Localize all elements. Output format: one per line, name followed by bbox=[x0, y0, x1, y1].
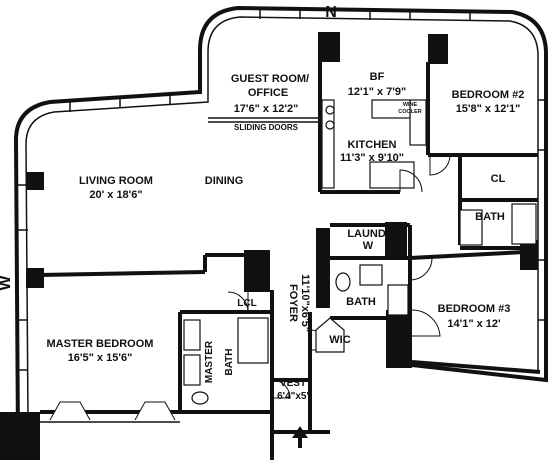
master-bedroom-bay-windows bbox=[40, 401, 180, 423]
master-bath-label-2: BATH bbox=[224, 348, 235, 375]
wine-cooler-label: WINE bbox=[403, 102, 418, 108]
column bbox=[26, 268, 44, 288]
kitchen-fixtures bbox=[321, 99, 427, 189]
vest-dims: 6'4"x5' bbox=[277, 391, 309, 402]
window-mullions bbox=[16, 9, 546, 371]
master-bedroom-dims: 16'5" x 15'6" bbox=[68, 352, 133, 364]
exterior-wall-outer bbox=[13, 5, 548, 441]
compass-north: N bbox=[325, 4, 337, 21]
kitchen-dims: 11'3" x 9'10" bbox=[340, 152, 404, 164]
linen-closet-label: LCL bbox=[237, 298, 256, 309]
sliding-doors bbox=[208, 117, 318, 123]
bf-dims: 12'1" x 7'9" bbox=[348, 86, 406, 98]
column bbox=[26, 172, 44, 190]
master-bedroom-label: MASTER BEDROOM bbox=[47, 338, 154, 350]
bath2-label: BATH bbox=[475, 211, 505, 223]
master-bath-fixtures bbox=[183, 203, 537, 405]
door-swings bbox=[227, 154, 451, 399]
living-room-label: LIVING ROOM bbox=[79, 175, 153, 187]
column bbox=[428, 34, 448, 64]
wine-cooler-label-2: COOLER bbox=[398, 109, 422, 115]
bedroom2-label: BEDROOM #2 bbox=[452, 89, 525, 101]
laundry-label: LAUNDRY bbox=[347, 228, 401, 240]
compass-west: W bbox=[0, 275, 14, 291]
interior-walls bbox=[39, 60, 541, 460]
center-bath-label: BATH bbox=[346, 296, 376, 308]
bedroom2-dims: 15'8" x 12'1" bbox=[456, 103, 521, 115]
bedroom3-dims: 14'1" x 12' bbox=[447, 318, 501, 330]
dryer-label: D bbox=[386, 240, 394, 252]
living-room-dims: 20' x 18'6" bbox=[89, 189, 142, 201]
corner-column bbox=[0, 412, 40, 460]
sliding-doors-label: SLIDING DOORS bbox=[234, 123, 299, 132]
vest-label: VEST bbox=[280, 378, 306, 389]
entry-arrow-icon bbox=[292, 426, 308, 448]
column bbox=[318, 32, 340, 62]
closet-bedroom2-label: CL bbox=[491, 173, 506, 185]
walk-in-closet-label: WIC bbox=[329, 334, 350, 346]
guest-room-label-2: OFFICE bbox=[248, 87, 288, 99]
closet-bedroom3-label: CL bbox=[391, 334, 406, 346]
bf-label: BF bbox=[370, 71, 385, 83]
column bbox=[385, 222, 407, 256]
exterior-wall-inner bbox=[25, 16, 539, 421]
bedroom3-label: BEDROOM #3 bbox=[438, 303, 511, 315]
kitchen-label: KITCHEN bbox=[348, 139, 397, 151]
guest-room-label: GUEST ROOM/ bbox=[231, 73, 309, 85]
guest-room-dims: 17'6" x 12'2" bbox=[234, 103, 299, 115]
washer-label: W bbox=[363, 240, 374, 252]
foyer-label: FOYER bbox=[287, 284, 299, 322]
master-bath-label: MASTER bbox=[204, 340, 215, 383]
foyer-dims: 11'10"x6'5" bbox=[299, 274, 311, 332]
dining-label: DINING bbox=[205, 175, 244, 187]
column bbox=[244, 250, 270, 292]
column bbox=[316, 228, 330, 308]
